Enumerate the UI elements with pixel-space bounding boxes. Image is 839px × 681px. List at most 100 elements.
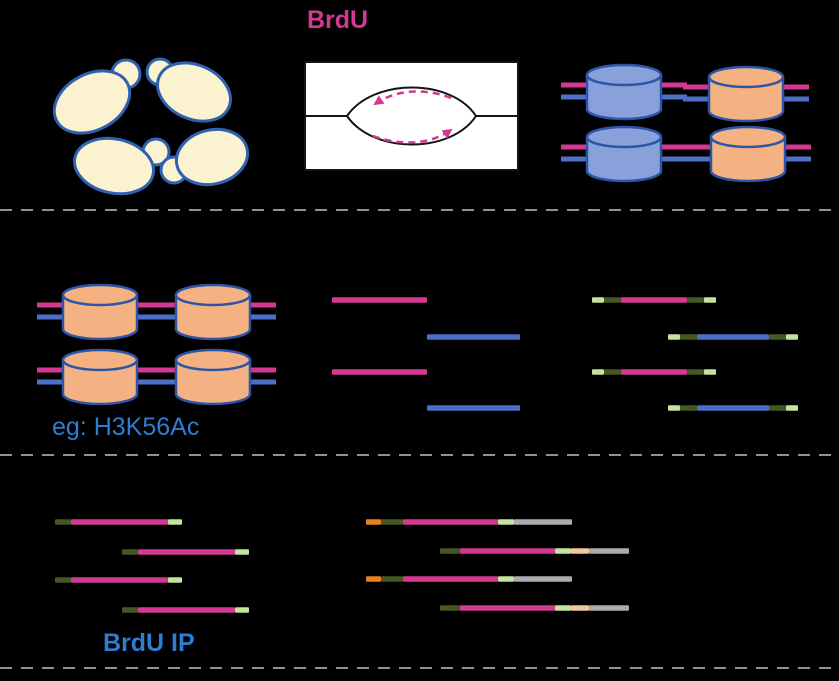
dna-fragment [366,519,572,525]
fragment-segment-adapter_light_green [786,334,798,340]
yeast-body-shape [156,61,232,123]
fragment-segment-adapter_dark_green [680,405,697,411]
fragment-segment-seq_peach [571,605,589,611]
nucleosome-body [174,293,252,341]
fragment-segment-adapter_dark_green [381,519,403,525]
fragment-segment-seq_orange [366,519,381,525]
fragment-segment-dna_pink [403,519,498,525]
yeast-cells-group [52,57,250,196]
fragment-segment-dna_blue [697,405,769,411]
dna-stub-blue [246,379,276,385]
brdu-label: BrdU [307,6,369,34]
nucleosome-top [61,283,139,307]
dna-stub-blue [561,156,591,162]
dna-fragment [55,577,182,583]
dna-stub-pink [246,367,276,373]
nucleosome-top [707,65,785,89]
dna-stub-pink [781,144,811,150]
fragment-segment-adapter_dark_green [122,549,138,555]
fragment-segment-adapter_dark_green [769,405,786,411]
dna-fragments-group [55,297,798,613]
fragment-segment-adapter_dark_green [604,369,621,375]
dna-stub-blue [657,156,687,162]
dna-stub-pink [150,367,180,373]
fragment-segment-dna_pink [403,576,498,582]
nascent-strand-arrow-top [373,90,452,106]
fragment-segment-dna_blue [427,334,520,340]
fragment-segment-dna_pink [332,297,427,303]
dna-stub-pink [685,144,715,150]
fragment-segment-adapter_light_green [786,405,798,411]
fragment-segment-adapter_light_green [592,297,604,303]
dna-stub-pink [133,302,163,308]
dna-fragment [592,297,716,303]
yeast-cell [52,58,142,135]
dna-stub-blue [37,314,67,320]
fragment-segment-adapter_light_green [498,519,514,525]
dna-stub-blue [150,379,180,385]
fragment-segment-adapter_dark_green [687,369,704,375]
fragment-segment-adapter_light_green [555,605,571,611]
dna-fragment [122,607,249,613]
nucleosome-body [585,73,663,121]
dna-fragment [366,576,572,582]
dna-stub-blue [781,156,811,162]
fragment-segment-adapter_light_green [168,577,182,583]
nucleosome-top [709,125,787,149]
fragment-segment-adapter_light_green [235,549,249,555]
dna-stub-pink [150,302,180,308]
dna-fragment [55,519,182,525]
nucleosome-top [585,63,663,87]
nucleosome-body [61,358,139,406]
sequencing-reads [366,519,629,611]
dna-stub-blue [133,314,163,320]
brdu-ip-fragments [55,519,249,613]
dna-fragment [427,405,520,411]
dna-stub-blue [685,156,715,162]
dna-fragment [332,297,427,303]
dna-stub-pink [657,144,687,150]
fragment-segment-seq_gray [589,548,629,554]
dna-fragment [668,334,798,340]
nucleosome-top [174,283,252,307]
dna-stub-blue [657,94,687,100]
fragment-segment-adapter_dark_green [55,577,71,583]
yeast-cell [159,127,250,187]
dna-stub-blue [37,379,67,385]
bubble-top-strand [346,86,477,117]
fragment-segment-seq_gray [589,605,629,611]
fragment-segment-adapter_light_green [592,369,604,375]
fragment-segment-adapter_dark_green [604,297,621,303]
nucleosome [685,125,811,183]
nucleosome [683,65,809,123]
fragment-segment-adapter_light_green [668,334,680,340]
yeast-cell [145,57,232,123]
dna-stub-blue [683,96,713,102]
yeast-cell [72,136,171,196]
fragment-segment-dna_blue [697,334,769,340]
fragment-segment-adapter_dark_green [687,297,704,303]
fragment-segment-adapter_dark_green [769,334,786,340]
nucleosome [37,283,163,341]
nucleosome [150,283,276,341]
dna-stub-pink [246,302,276,308]
fragment-segment-dna_pink [460,548,555,554]
fragment-segment-adapter_dark_green [122,607,138,613]
fragment-segment-seq_peach [571,548,589,554]
fragment-segment-adapter_light_green [668,405,680,411]
fragment-segment-adapter_dark_green [55,519,71,525]
dna-stub-blue [150,314,180,320]
fragment-segment-adapter_dark_green [440,548,460,554]
dna-fragment [427,334,520,340]
fragment-segment-dna_pink [138,607,235,613]
fragment-segment-adapter_light_green [704,297,716,303]
dna-stub-pink [683,84,713,90]
dna-fragment [122,549,249,555]
dna-fragment [332,369,427,375]
fragment-segment-adapter_light_green [168,519,182,525]
fragment-segment-dna_pink [460,605,555,611]
marked-chromatin [37,283,276,406]
fragment-segment-seq_orange [366,576,381,582]
histone-mark-label: eg: H3K56Ac [52,413,200,441]
